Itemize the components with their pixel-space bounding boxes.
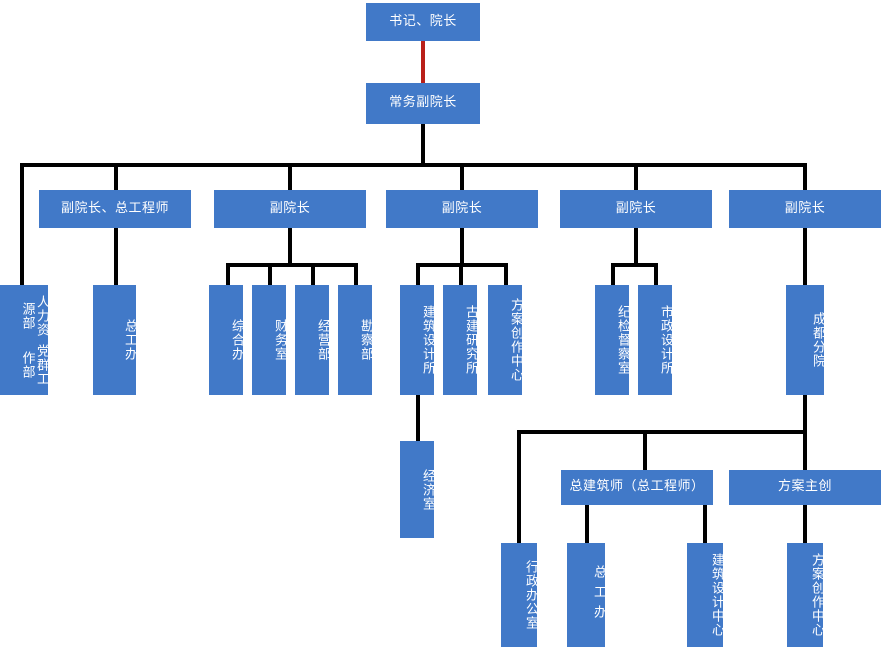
node-municipal-design-institute[interactable]: 市政设计所 <box>638 285 673 395</box>
connector-vp-3-to-architectural-design-institute <box>416 263 420 285</box>
node-survey-dept[interactable]: 勘察部 <box>338 285 373 395</box>
connector-bus-to-hr-party <box>20 163 24 285</box>
connector-vp-2-down <box>288 228 292 266</box>
node-secretary-president[interactable]: 书记、院长 <box>366 3 480 41</box>
connector-bus-to-vp-2 <box>288 163 292 191</box>
connector-branch-to-admin-office <box>517 430 521 543</box>
node-operations-dept[interactable]: 经营部 <box>295 285 330 395</box>
node-discipline-inspection-office[interactable]: 纪检督察室 <box>595 285 630 395</box>
node-scheme-lead[interactable]: 方案主创 <box>729 470 881 505</box>
node-economics-office[interactable]: 经济室 <box>400 441 435 538</box>
node-chief-architect[interactable]: 总建筑师（总工程师） <box>561 470 713 505</box>
connector-branch-to-scheme-lead <box>803 430 807 470</box>
node-label-hr-dept: 人力资源部 <box>19 294 49 337</box>
connector-architectural-design-institute-to-economics-office <box>416 395 420 441</box>
connector-vp-4-to-discipline-inspection-office <box>611 263 615 285</box>
node-finance-office[interactable]: 财务室 <box>252 285 287 395</box>
connector-vp-3-to-ancient-architecture-institute <box>459 263 463 285</box>
connector-bus-to-vp-4 <box>634 163 638 191</box>
connector-chief-architect-to-architectural-design-center <box>703 505 707 543</box>
node-ancient-architecture-institute[interactable]: 古建研究所 <box>443 285 478 395</box>
connector-vp-2-to-survey-dept <box>354 263 358 285</box>
connector-vp-chief-engineer-to-chief-engineer-office <box>114 228 118 285</box>
connector-vp-3-down <box>460 228 464 266</box>
node-general-office[interactable]: 综合办 <box>209 285 244 395</box>
node-architectural-design-center[interactable]: 建筑设计中心 <box>687 543 724 647</box>
node-chief-engineer-office[interactable]: 总工办 <box>93 285 137 395</box>
connector-chengdu-branch-bus <box>517 430 807 434</box>
node-vp-3[interactable]: 副院长 <box>386 190 538 228</box>
connector-executive-vp-down <box>421 124 425 166</box>
connector-vp-3-to-scheme-creation-center <box>504 263 508 285</box>
node-vp-2[interactable]: 副院长 <box>214 190 366 228</box>
node-hr-and-party-work[interactable]: 人力资源部 党群工作部 <box>0 285 49 395</box>
node-scheme-creation-center[interactable]: 方案创作中心 <box>488 285 523 395</box>
connector-vp-4-down <box>634 228 638 266</box>
connector-bus-to-vp-5 <box>803 163 807 191</box>
connector-bus-to-vp-chief-engineer <box>114 163 118 191</box>
connector-vp-4-to-municipal-design-institute <box>654 263 658 285</box>
node-branch-scheme-creation-center[interactable]: 方案创作中心 <box>787 543 824 647</box>
connector-branch-to-chief-architect <box>643 430 647 470</box>
connector-vp-5-to-chengdu-branch <box>803 228 807 285</box>
connector-vp-2-to-operations-dept <box>311 263 315 285</box>
connector-bus-to-vp-3 <box>460 163 464 191</box>
node-vp-chief-engineer[interactable]: 副院长、总工程师 <box>39 190 191 228</box>
node-vp-4[interactable]: 副院长 <box>560 190 712 228</box>
connector-vp-2-to-finance-office <box>268 263 272 285</box>
connector-president-to-executive-vp <box>421 41 425 83</box>
node-vp-5[interactable]: 副院长 <box>729 190 881 228</box>
connector-scheme-lead-to-branch-scheme-creation-center <box>803 505 807 543</box>
node-label-party-work-dept: 党群工作部 <box>19 343 49 386</box>
connector-chief-architect-to-branch-chief-engineer-office <box>585 505 589 543</box>
node-executive-vp[interactable]: 常务副院长 <box>366 83 480 124</box>
connector-vp-4-bus <box>611 263 658 267</box>
node-branch-chief-engineer-office[interactable]: 总工办 <box>567 543 606 647</box>
connector-chengdu-branch-down <box>803 395 807 433</box>
connector-main-bus <box>20 163 806 167</box>
node-chengdu-branch[interactable]: 成都分院 <box>786 285 825 395</box>
node-architectural-design-institute[interactable]: 建筑设计所 <box>400 285 435 395</box>
connector-vp-2-to-general-office <box>226 263 230 285</box>
connector-vp-2-bus <box>226 263 358 267</box>
node-admin-office[interactable]: 行政办公室 <box>501 543 538 647</box>
